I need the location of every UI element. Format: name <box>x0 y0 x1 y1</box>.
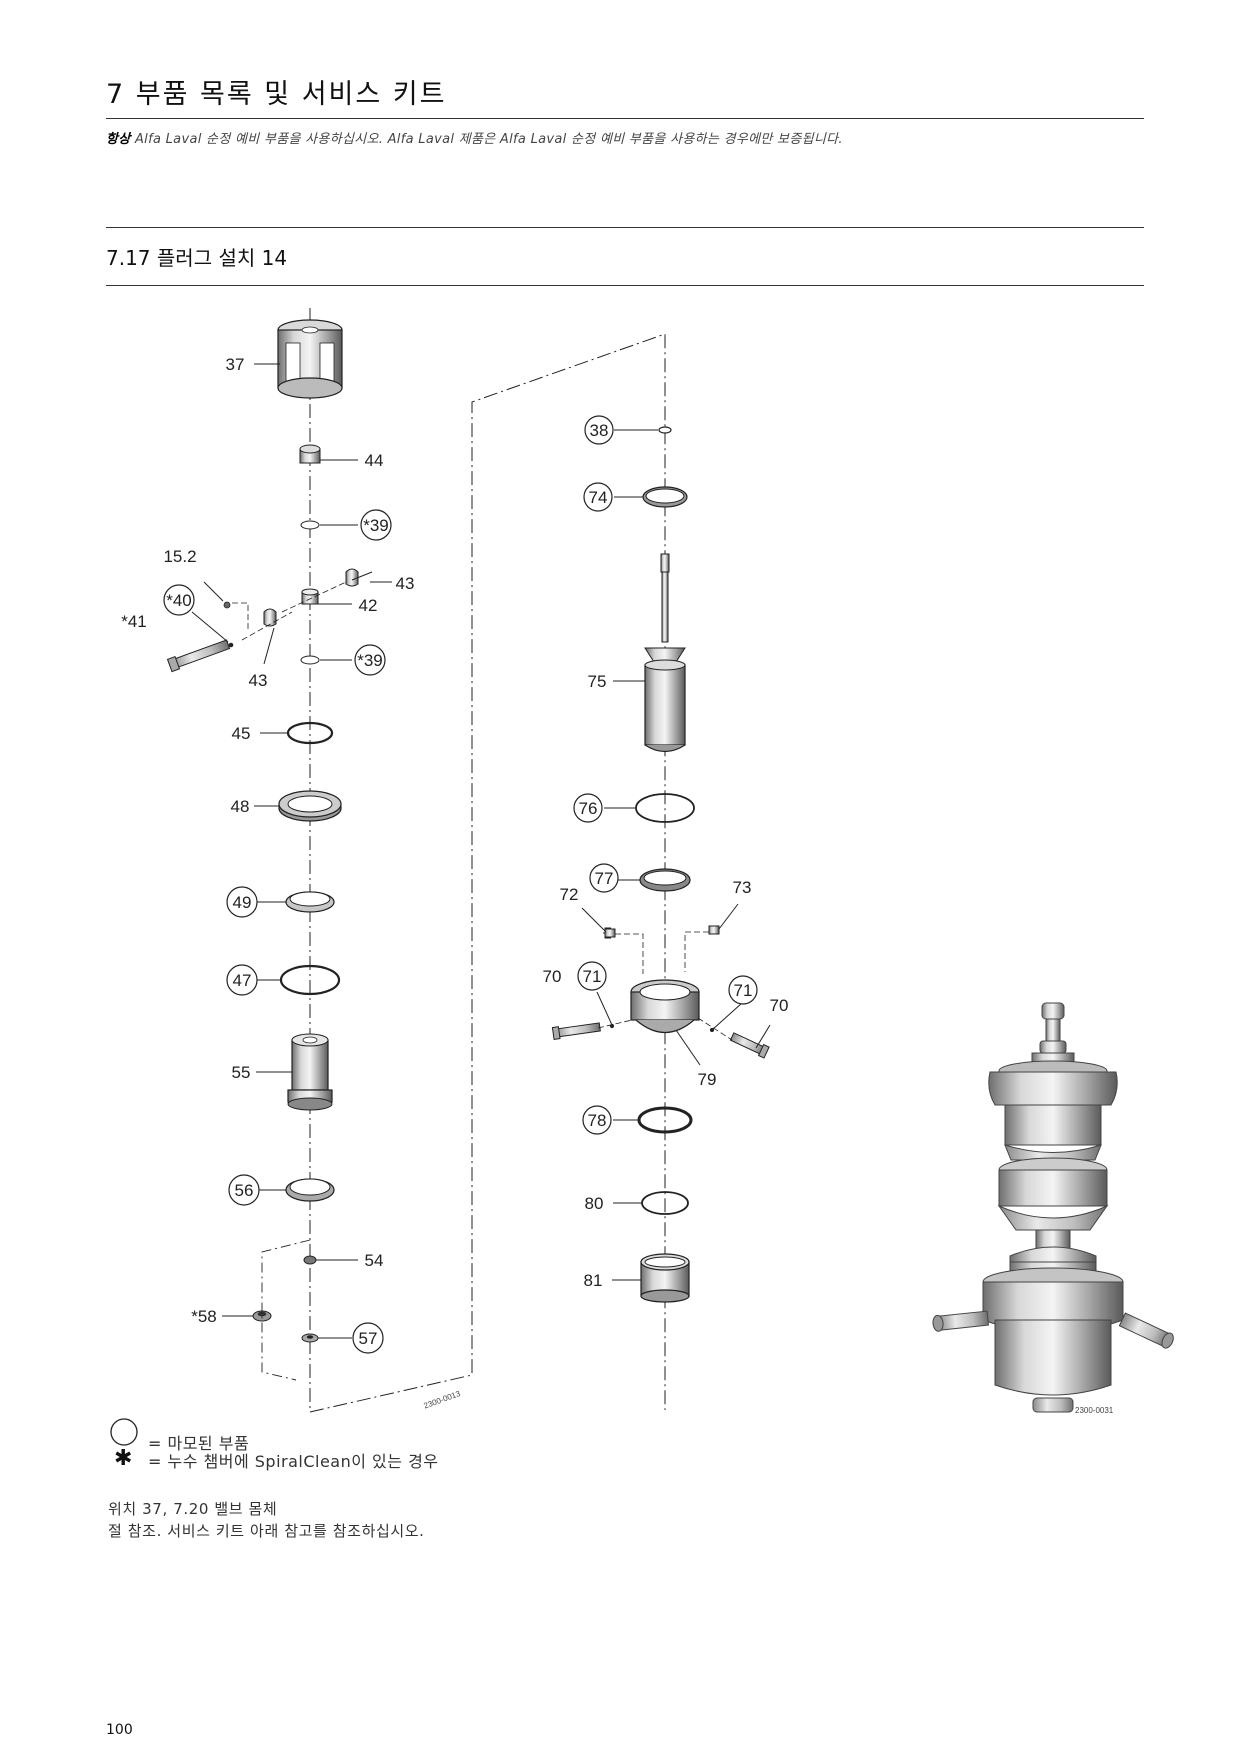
part-56-ring <box>285 1178 335 1202</box>
label-73: 73 <box>733 878 752 897</box>
part-70-pin-right <box>729 1032 770 1059</box>
left-part-labels: 37 44 *39 15.2 43 *40 42 *41 43 *39 45 4… <box>121 355 414 1348</box>
part-48-ring <box>278 790 342 822</box>
part-40-ball <box>228 642 234 648</box>
part-75-plug <box>644 553 686 753</box>
part-73-screw <box>708 925 720 935</box>
part-15-2-screw <box>223 601 231 609</box>
part-43-clip-left <box>263 608 277 627</box>
label-41: *41 <box>121 612 147 631</box>
part-77-ring <box>639 868 691 892</box>
part-74-ring <box>642 486 688 508</box>
label-71-right: 71 <box>734 981 753 1000</box>
drawing-code-left: 2300-0013 <box>423 1389 463 1411</box>
label-44: 44 <box>365 451 384 470</box>
legend-worn-parts: = 마모된 부품 <box>148 1434 250 1453</box>
label-39-upper: *39 <box>363 516 389 535</box>
part-44-nut <box>299 444 321 464</box>
part-37-cage <box>277 319 343 399</box>
label-39-lower: *39 <box>357 651 383 670</box>
label-80: 80 <box>585 1194 604 1213</box>
warranty-note: 항상 Alfa Laval 순정 예비 부품을 사용하십시오. Alfa Lav… <box>106 128 843 147</box>
middle-part-labels: 38 74 75 76 77 72 73 70 71 71 70 79 78 8… <box>543 421 789 1290</box>
label-55: 55 <box>232 1063 251 1082</box>
label-81: 81 <box>584 1271 603 1290</box>
left-assembly <box>166 308 666 1413</box>
label-56: 56 <box>235 1181 254 1200</box>
part-38-oring <box>658 426 672 434</box>
part-79-housing <box>630 979 700 1033</box>
part-55-bushing <box>287 1033 333 1111</box>
legend-spiralclean: = 누수 챔버에 SpiralClean이 있는 경우 <box>148 1452 439 1471</box>
section-rule-bottom <box>106 285 1144 286</box>
drawing-code-right: 2300-0031 <box>1075 1406 1114 1415</box>
legend-star-icon: ✱ <box>114 1446 132 1471</box>
reference-line-1: 위치 37, 7.20 밸브 몸체 <box>108 1500 278 1518</box>
label-74: 74 <box>589 488 608 507</box>
label-70-right: 70 <box>770 996 789 1015</box>
part-54-screw <box>303 1255 317 1265</box>
label-54: 54 <box>365 1251 384 1270</box>
left-leader-lines <box>191 363 392 1339</box>
label-45: 45 <box>232 724 251 743</box>
label-42: 42 <box>359 596 378 615</box>
label-47: 47 <box>233 971 252 990</box>
section-title: 7.17 플러그 설치 14 <box>106 246 288 270</box>
middle-assembly <box>551 426 770 1303</box>
part-39-oring-upper <box>300 520 320 530</box>
note-emphasis: 항상 <box>106 132 131 147</box>
label-78: 78 <box>588 1111 607 1130</box>
reference-line-2: 절 참조. 서비스 키트 아래 참고를 참조하십시오. <box>108 1522 425 1540</box>
label-76: 76 <box>579 799 598 818</box>
legend-circle-icon <box>110 1418 138 1446</box>
part-81-sleeve <box>640 1253 690 1303</box>
part-43-clip-right <box>345 568 359 587</box>
label-43-left: 43 <box>249 671 268 690</box>
label-77: 77 <box>595 869 614 888</box>
assembled-plug-illustration <box>932 1002 1174 1413</box>
label-40: *40 <box>166 591 192 610</box>
title-rule <box>106 118 1144 119</box>
label-57: 57 <box>359 1329 378 1348</box>
label-71-left: 71 <box>583 967 602 986</box>
part-70-pin-left <box>551 1022 601 1040</box>
left-callout-circles <box>163 509 392 1354</box>
part-39-oring-lower <box>300 655 320 665</box>
label-49: 49 <box>233 893 252 912</box>
section-rule-top <box>106 227 1144 228</box>
part-42-bushing <box>301 588 319 605</box>
middle-leader-lines <box>581 429 771 1281</box>
chapter-title: 7 부품 목록 및 서비스 키트 <box>106 79 447 110</box>
label-37: 37 <box>226 355 245 374</box>
label-58: *58 <box>191 1307 217 1326</box>
label-15-2: 15.2 <box>163 547 196 566</box>
label-43-right: 43 <box>396 574 415 593</box>
label-48: 48 <box>231 797 250 816</box>
note-text: Alfa Laval 순정 예비 부품을 사용하십시오. Alfa Laval … <box>130 132 843 147</box>
part-49-ring <box>285 891 335 913</box>
page-number: 100 <box>106 1722 133 1738</box>
label-72: 72 <box>560 885 579 904</box>
label-75: 75 <box>588 672 607 691</box>
label-38: 38 <box>590 421 609 440</box>
label-79: 79 <box>698 1070 717 1089</box>
middle-callout-circles <box>573 415 758 1135</box>
part-41-pin <box>166 639 231 673</box>
label-70-left: 70 <box>543 967 562 986</box>
